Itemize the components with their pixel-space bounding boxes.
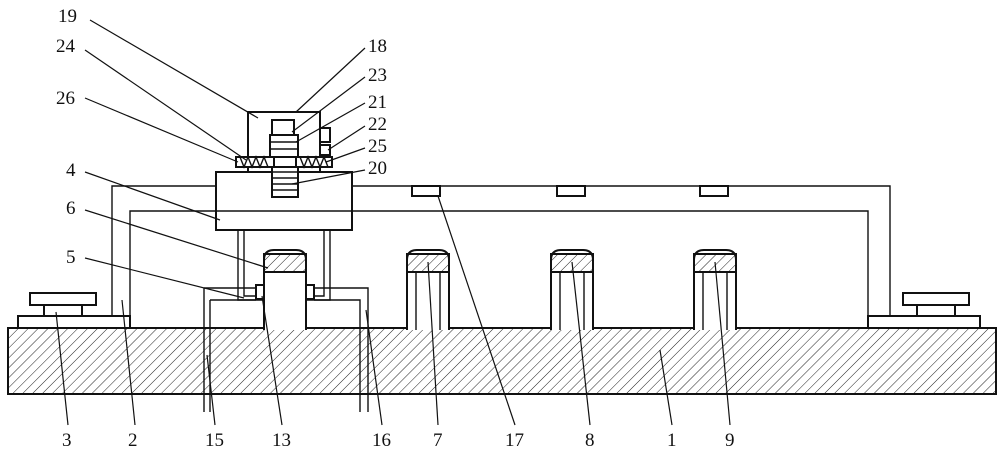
frame-outer — [111, 185, 891, 316]
label-2: 2 — [128, 430, 138, 451]
label-24: 24 — [56, 36, 76, 57]
leader-2 — [121, 299, 136, 426]
label-8: 8 — [585, 430, 595, 451]
label-20: 20 — [368, 158, 387, 179]
side-knob — [319, 127, 331, 143]
leader-23 — [291, 76, 366, 133]
leader-15 — [206, 354, 216, 426]
left-screw-thread — [239, 155, 269, 169]
label-3: 3 — [62, 430, 72, 451]
label-25: 25 — [368, 136, 387, 157]
label-22: 22 — [368, 114, 387, 135]
leader-24 — [84, 49, 247, 161]
label-17: 17 — [505, 430, 524, 451]
leader-1 — [659, 349, 673, 426]
leader-21 — [295, 102, 366, 143]
leader-8 — [571, 261, 591, 426]
leader-25 — [325, 147, 366, 163]
leader-18 — [295, 47, 366, 113]
left-rod — [203, 287, 256, 412]
left-support-pad — [17, 315, 131, 329]
leader-20 — [291, 169, 366, 185]
leader-22 — [327, 125, 366, 151]
leader-5 — [84, 257, 245, 299]
label-6: 6 — [66, 198, 76, 219]
leader-3 — [55, 311, 69, 426]
label-5: 5 — [66, 247, 76, 268]
leader-19 — [89, 19, 259, 119]
right-support-top — [902, 292, 970, 306]
label-23: 23 — [368, 65, 387, 86]
label-1: 1 — [667, 430, 677, 451]
leader-9 — [714, 261, 731, 426]
label-26: 26 — [56, 88, 75, 109]
left-support-top — [29, 292, 97, 306]
leader-16 — [365, 309, 383, 426]
leader-6 — [84, 209, 269, 269]
right-support-neck — [916, 304, 956, 317]
base-plate — [7, 327, 997, 395]
vertical-screw-thread — [272, 171, 298, 191]
leader-13 — [261, 295, 283, 426]
leader-4 — [84, 171, 221, 221]
leader-7 — [427, 261, 439, 426]
left-support-neck — [43, 304, 83, 317]
label-16: 16 — [372, 430, 391, 451]
frame-inner — [129, 210, 869, 316]
post-6 — [263, 249, 307, 330]
right-support-pad — [867, 315, 981, 329]
right-rod — [314, 287, 369, 412]
right-screw-thread — [299, 155, 329, 169]
side-knob — [319, 144, 331, 156]
label-4: 4 — [66, 160, 76, 181]
post-9 — [693, 249, 737, 330]
motor-core — [271, 119, 295, 136]
label-15: 15 — [205, 430, 224, 451]
gear-stack — [269, 134, 299, 158]
label-18: 18 — [368, 36, 387, 57]
label-21: 21 — [368, 92, 387, 113]
leader-17 — [437, 195, 516, 426]
label-9: 9 — [725, 430, 735, 451]
frame-slot — [411, 185, 441, 197]
frame-slot — [699, 185, 729, 197]
label-7: 7 — [433, 430, 443, 451]
label-19: 19 — [58, 6, 77, 27]
label-13: 13 — [272, 430, 291, 451]
left-screw — [235, 156, 275, 168]
frame-slot — [556, 185, 586, 197]
leader-26 — [84, 97, 239, 163]
